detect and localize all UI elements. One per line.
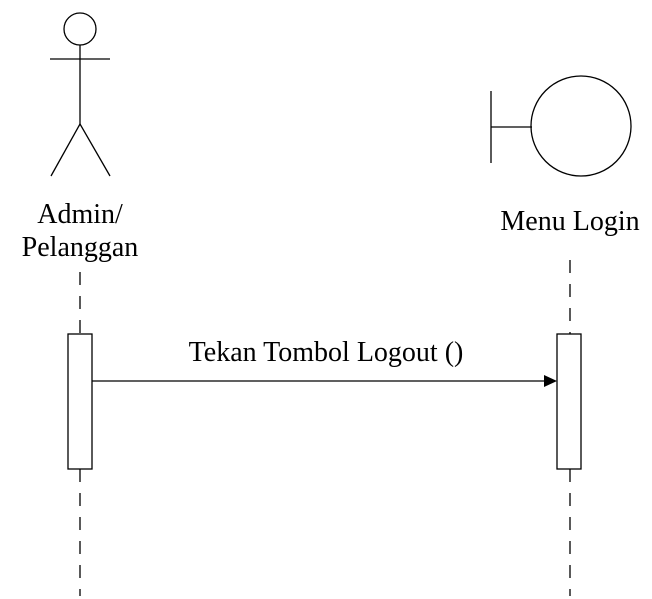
boundary-activation-bar xyxy=(556,333,582,470)
actor-label-line2: Pelanggan xyxy=(22,232,139,263)
actor-activation-bar xyxy=(67,333,93,470)
message-arrowhead-icon xyxy=(544,375,557,387)
message-tekan-tombol-logout: Tekan Tombol Logout () xyxy=(92,337,557,387)
boundary-icon xyxy=(490,75,632,177)
actor-label-line1: Admin/ xyxy=(37,199,123,230)
boundary-label: Menu Login xyxy=(500,206,639,237)
actor-admin-pelanggan: Admin/ Pelanggan xyxy=(22,12,139,263)
stick-figure-icon xyxy=(50,12,111,177)
message-label: Tekan Tombol Logout () xyxy=(189,337,464,368)
boundary-menu-login: Menu Login xyxy=(490,75,640,237)
